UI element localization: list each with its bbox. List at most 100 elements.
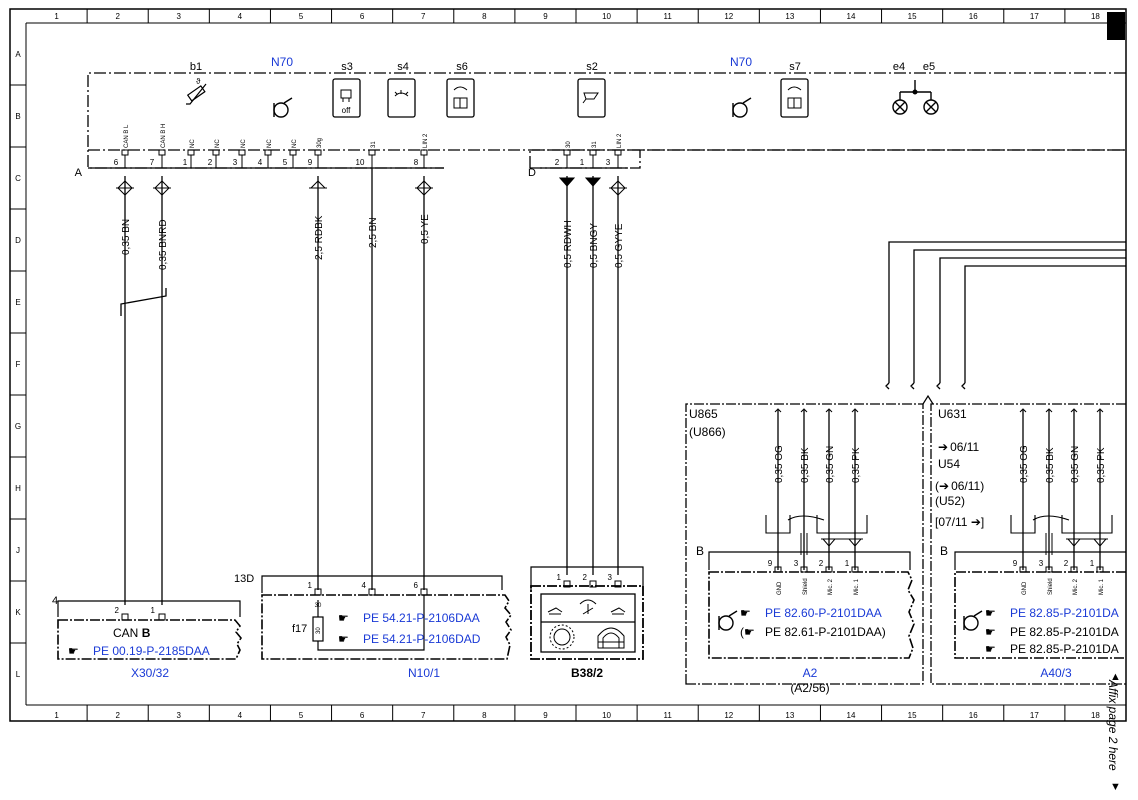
component-b1: b1 [190,61,202,73]
a40-doc-link-3[interactable]: PE 82.85-P-2101DA [1010,642,1119,656]
svg-text:13D: 13D [234,573,254,585]
column-number: 18 [1091,711,1100,720]
row-letter: F [16,360,21,369]
triangle-down-icon: ▼ [1110,781,1121,793]
pin-number: 1 [183,158,188,167]
svg-text:1: 1 [151,606,156,615]
column-number: 8 [482,711,487,720]
pin-label: Shield [1048,578,1054,595]
x30-doc-link[interactable]: PE 00.19-P-2185DAA [93,644,210,658]
a2-doc-link-1[interactable]: PE 82.60-P-2101DAA [765,606,882,620]
light-sensor-icon [549,624,575,650]
column-number: 13 [785,711,794,720]
n10-doc-link-1[interactable]: PE 54.21-P-2106DAA [363,611,480,625]
pe-reference-icon: ☛ [338,632,349,646]
reading-lamp-switch-icon [780,78,809,118]
svg-text:30: 30 [315,603,322,609]
pin-label: NC [215,139,221,148]
pin-label: CAN B L [124,124,130,148]
pin-number: 3 [794,559,799,568]
column-number: 14 [847,711,856,720]
row-letter: B [15,112,20,121]
column-number: 6 [360,12,365,21]
pin-number: 3 [1039,559,1044,568]
wire-label: 0,5 GYYE [614,223,625,268]
wire-bundle-right [885,241,1126,390]
wire-label: 0,35 OG [774,445,785,483]
row-letter: C [15,174,21,183]
column-number: 11 [664,12,673,21]
pe-reference-icon: ☛ [338,611,349,625]
a40-doc-link-1[interactable]: PE 82.85-P-2101DA [1010,606,1119,620]
n70-label-right: N70 [730,55,752,69]
column-number: 18 [1091,12,1100,21]
column-number: 10 [602,711,611,720]
pin-number: 9 [768,559,773,568]
component-s2: s2 [586,61,598,73]
column-number: 5 [299,12,304,21]
column-number: 12 [724,12,733,21]
wire-label: 2,5 BN [368,217,379,248]
pin-number: 9 [1013,559,1018,568]
row-letter: G [15,422,21,431]
row-letter: D [15,236,21,245]
column-number: 12 [724,711,733,720]
pin-label: GND [1022,581,1028,595]
microphone-icon [273,97,293,118]
wire-label: 0,35 GN [825,446,836,483]
svg-text:(U866): (U866) [689,425,726,439]
column-number: 11 [664,711,673,720]
svg-text:U631: U631 [938,407,967,421]
a2-doc-link-2[interactable]: PE 82.61-P-2101DAA) [765,625,886,639]
connector-b-label: B [940,544,948,558]
column-number: 1 [54,711,59,720]
component-e5: e5 [923,61,935,73]
pin-label: LIN 2 [423,133,429,148]
column-number: 7 [421,12,426,21]
pin-number: 10 [356,158,365,167]
thermistor-icon: ϑ [186,77,207,105]
row-letter: J [16,546,20,555]
component-s7: s7 [789,61,801,73]
pin-label: Mic. 2 [828,578,834,595]
a2-name: A2 [803,666,818,680]
wire-connector-symbols [116,177,627,196]
column-number: 15 [908,711,917,720]
column-number: 8 [482,12,487,21]
n70-label-left: N70 [271,55,293,69]
svg-text:(U52): (U52) [935,494,965,508]
column-number: 17 [1030,12,1039,21]
microphone-icon [963,610,983,631]
connector-d-label: D [528,167,536,179]
svg-text:(➔06/11): (➔06/11) [935,479,984,493]
column-number: 3 [177,711,182,720]
column-number: 13 [785,12,794,21]
row-letter: H [15,484,21,493]
wire-label: 0,35 BK [1045,447,1056,483]
pin-label: 31 [371,141,377,148]
svg-text:➔06/11: ➔06/11 [938,440,980,454]
pin-label: 30 [566,141,572,148]
pin-number: 2 [819,559,824,568]
pin-number: 2 [208,158,213,167]
pin-number: 1 [1090,559,1095,568]
pin-label: 31 [592,141,598,148]
pin-label: LIN 2 [617,133,623,148]
wire-label: 0,35 BNRD [158,219,169,270]
rain-sensor-icon [547,599,626,615]
pin-number: 4 [258,158,263,167]
corner-mark-icon [1107,12,1125,40]
a40-doc-link-2[interactable]: PE 82.85-P-2101DA [1010,625,1119,639]
column-number: 14 [847,12,856,21]
n10-name: N10/1 [408,666,440,680]
row-letter: K [15,608,21,617]
n10-doc-link-2[interactable]: PE 54.21-P-2106DAD [363,632,481,646]
b38-name: B38/2 [571,666,603,680]
column-number: 7 [421,711,426,720]
pin-label: Mic. 1 [1099,578,1105,595]
